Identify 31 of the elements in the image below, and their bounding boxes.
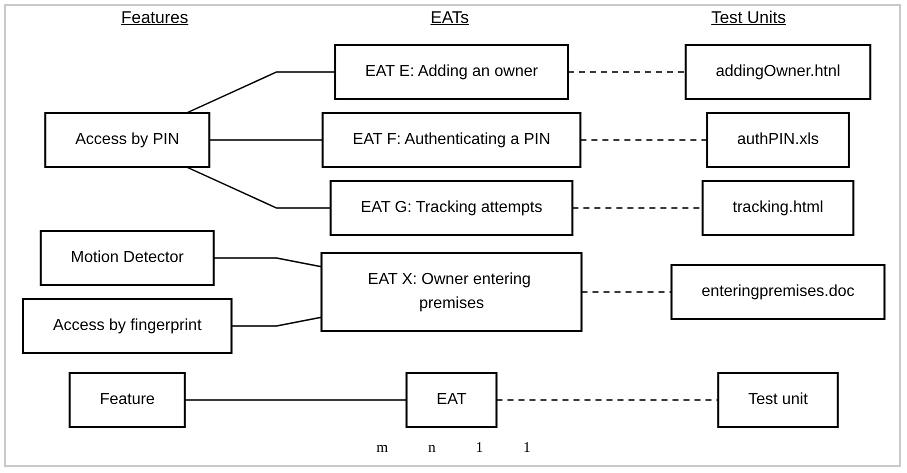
- node-box: EAT G: Tracking attempts: [329, 180, 574, 236]
- connector: [184, 399, 406, 401]
- multiplicity-label: 1: [476, 440, 484, 457]
- connector: [568, 71, 686, 73]
- column-heading: EATs: [430, 8, 469, 28]
- node-box: EAT: [405, 372, 498, 428]
- node-box: enteringpremises.doc: [670, 264, 886, 320]
- node-box: addingOwner.htnl: [684, 44, 872, 100]
- node-box: Feature: [68, 372, 186, 428]
- connector: [209, 139, 322, 141]
- connector: [572, 207, 702, 209]
- multiplicity-label: m: [376, 440, 388, 457]
- connector: [581, 291, 672, 293]
- node-box: Test unit: [716, 372, 839, 428]
- connector: [231, 316, 322, 327]
- connector: [186, 71, 335, 114]
- node-box: Access by fingerprint: [22, 298, 232, 354]
- connector: [186, 166, 330, 209]
- multiplicity-label: 1: [523, 440, 531, 457]
- column-heading: Test Units: [711, 8, 786, 28]
- node-box: Motion Detector: [40, 230, 214, 286]
- connector: [213, 257, 322, 268]
- column-heading: Features: [121, 8, 188, 28]
- node-box: authPIN.xls: [706, 112, 850, 168]
- connector: [580, 139, 707, 141]
- multiplicity-label: n: [428, 440, 436, 457]
- node-box: Access by PIN: [44, 112, 210, 168]
- node-box: EAT E: Adding an owner: [334, 44, 569, 100]
- node-box: EAT F: Authenticating a PIN: [321, 112, 582, 168]
- node-box: tracking.html: [701, 180, 854, 236]
- node-box: EAT X: Owner entering premises: [320, 252, 582, 332]
